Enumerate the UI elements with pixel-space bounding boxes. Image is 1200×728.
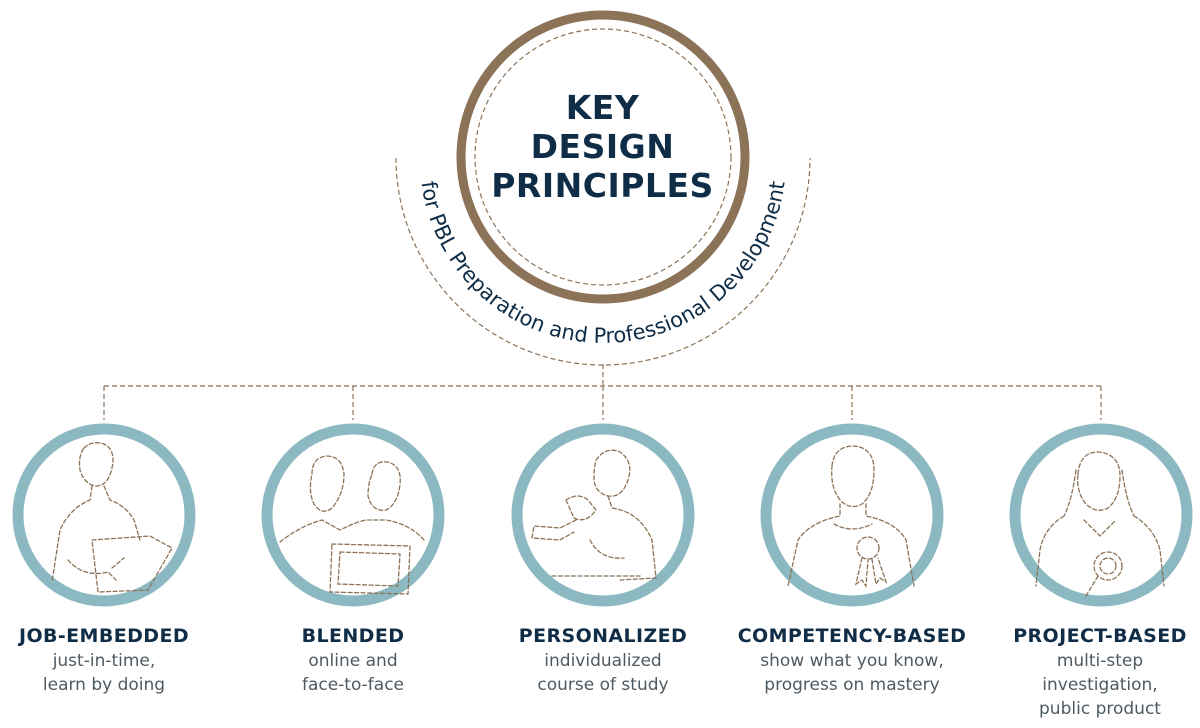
principle-2-ring	[261, 423, 445, 607]
title-inner-dashed-ring	[474, 28, 732, 286]
principle-5-label: PROJECT-BASED multi-step investigation, …	[990, 623, 1200, 721]
person-with-magnifying-glass-icon	[1035, 451, 1165, 597]
principle-3-graphic	[511, 423, 695, 607]
teacher-with-clipboard-icon	[51, 442, 173, 593]
principle-5-title: PROJECT-BASED	[1013, 625, 1187, 647]
title-line-2: DESIGN	[530, 127, 675, 166]
principle-1-title: JOB-EMBEDDED	[18, 625, 190, 647]
principle-5-desc-line-3: public product	[1039, 699, 1161, 719]
connector-lines	[103, 364, 1102, 420]
principle-4-label: COMPETENCY-BASED show what you know, pro…	[722, 623, 982, 697]
two-people-with-tablet-icon	[279, 455, 425, 595]
principle-2-label: BLENDED online and face-to-face	[233, 623, 473, 697]
principle-4-desc-line-1: show what you know,	[760, 651, 944, 671]
principle-3-desc-line-2: course of study	[537, 675, 669, 695]
principle-3-desc-line-1: individualized	[544, 651, 662, 671]
subtitle-dashed-arc	[395, 157, 811, 366]
principle-2-graphic	[261, 423, 445, 607]
principle-4-ring	[760, 423, 944, 607]
principle-5-ring	[1009, 423, 1193, 607]
principle-3-title: PERSONALIZED	[518, 625, 688, 647]
principle-4-title: COMPETENCY-BASED	[737, 625, 967, 647]
principle-5-desc-line-1: multi-step	[1056, 651, 1144, 671]
principle-4-desc-line-2: progress on mastery	[764, 675, 940, 695]
principle-3-ring	[511, 423, 695, 607]
principle-2-desc-line-1: online and	[308, 651, 398, 671]
student-with-microscope-icon	[531, 449, 657, 581]
title-line-1: KEY	[565, 88, 640, 127]
principle-2-title: BLENDED	[301, 625, 405, 647]
principle-2-desc-line-2: face-to-face	[301, 675, 405, 695]
principle-1-ring	[12, 423, 196, 607]
person-with-award-ribbon-icon	[787, 445, 915, 588]
page-title: KEY DESIGN PRINCIPLES	[480, 88, 725, 205]
principle-5-graphic	[1009, 423, 1193, 607]
principle-3-label: PERSONALIZED individualized course of st…	[483, 623, 723, 697]
title-line-3: PRINCIPLES	[491, 166, 714, 205]
principle-1-graphic	[12, 423, 196, 607]
principle-4-graphic	[760, 423, 944, 607]
title-outer-ring	[456, 10, 750, 304]
principle-1-desc-line-1: just-in-time,	[52, 651, 156, 671]
principle-5-desc-line-2: investigation,	[1042, 675, 1158, 695]
principle-1-desc-line-2: learn by doing	[42, 675, 166, 695]
principle-1-label: JOB-EMBEDDED just-in-time, learn by doin…	[0, 623, 224, 697]
